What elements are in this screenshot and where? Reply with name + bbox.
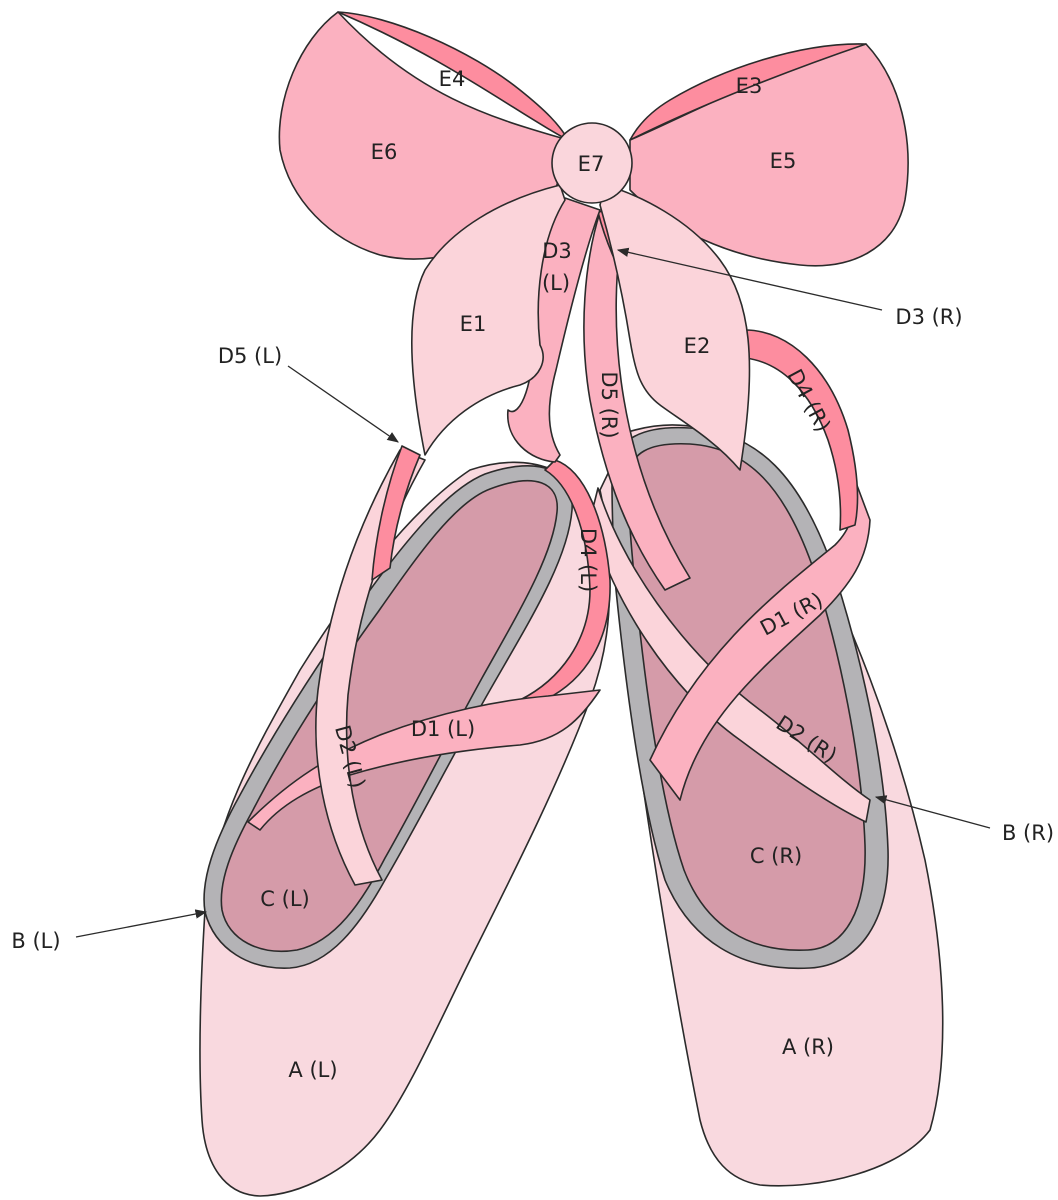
leader-d5-left (288, 366, 398, 442)
label-c-right: C (R) (750, 844, 802, 868)
label-d5-left: D5 (L) (218, 344, 282, 368)
label-d1-left: D1 (L) (411, 717, 475, 741)
label-c-left: C (L) (260, 887, 309, 911)
label-a-right: A (R) (782, 1035, 834, 1059)
label-e2: E2 (684, 334, 711, 358)
label-e6: E6 (371, 140, 398, 164)
label-e4: E4 (439, 67, 466, 91)
label-d3-left: D3 (542, 239, 572, 263)
label-e5: E5 (770, 149, 797, 173)
label-d3-left-side: (L) (542, 271, 570, 295)
label-a-left: A (L) (288, 1058, 337, 1082)
label-e3: E3 (736, 74, 763, 98)
label-b-right: B (R) (1002, 821, 1054, 845)
label-d3-right: D3 (R) (895, 305, 962, 329)
leader-b-left (76, 912, 206, 937)
label-e1: E1 (460, 312, 487, 336)
label-d5-right: D5 (R) (597, 371, 621, 438)
label-b-left: B (L) (11, 929, 60, 953)
label-d4-left: D4 (L) (576, 528, 600, 592)
label-e7: E7 (578, 152, 605, 176)
